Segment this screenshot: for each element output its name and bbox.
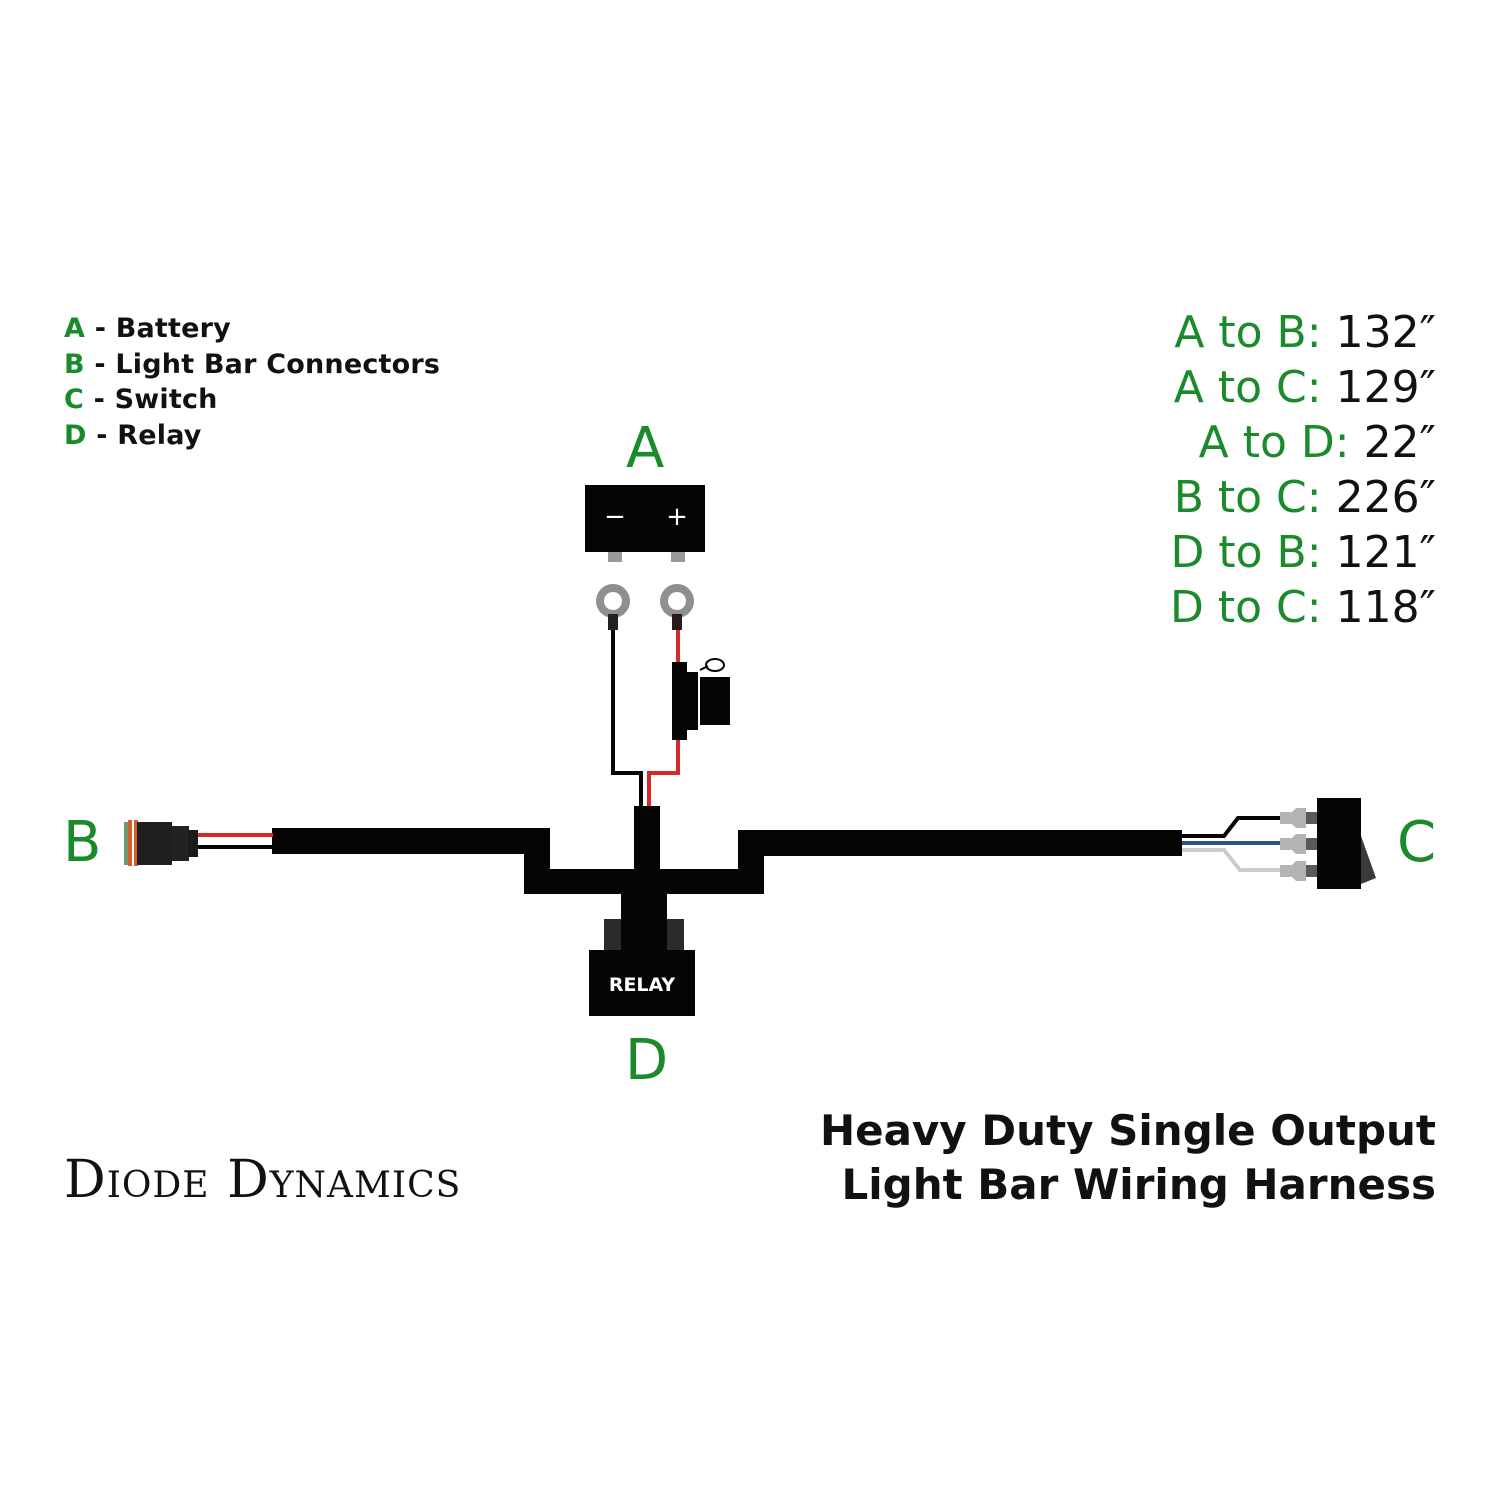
length-value: 132″ [1335,307,1436,358]
length-row: A to D: 22″ [1170,415,1436,470]
marker-d: D [625,1028,669,1093]
length-row: D to B: 121″ [1170,525,1436,580]
length-label: A to D: [1198,417,1350,468]
spade-terminal-icon [1280,861,1318,881]
product-title: Heavy Duty Single Output Light Bar Wirin… [820,1104,1436,1212]
length-label: A to B: [1174,307,1322,358]
legend-key: D [64,419,87,451]
length-row: A to C: 129″ [1170,360,1436,415]
length-value: 121″ [1335,527,1436,578]
legend-separator: - [84,384,115,415]
legend-separator: - [86,419,118,451]
light-bar-connector-icon [124,820,273,866]
legend-label: Battery [115,313,231,344]
legend-separator: - [85,313,116,344]
product-title-line1: Heavy Duty Single Output [819,1106,1436,1155]
legend-label: Switch [114,384,218,415]
legend-label: Relay [117,419,202,451]
relay-label: RELAY [609,974,676,996]
length-label: A to C: [1173,362,1322,413]
marker-a: A [626,416,665,481]
battery-positive-symbol: + [666,502,688,532]
legend-key: C [64,384,85,415]
length-row: A to B: 132″ [1170,305,1436,360]
switch-wires [1182,816,1282,872]
length-value: 22″ [1363,417,1436,468]
harness-trunk [272,806,1182,950]
length-label: D to C: [1170,582,1322,633]
length-label: B to C: [1173,472,1322,523]
ring-terminal-icon [660,584,694,630]
marker-c: C [1397,810,1437,875]
length-value: 129″ [1335,362,1436,413]
length-row: B to C: 226″ [1170,470,1436,525]
length-label: D to B: [1170,527,1322,578]
legend-item-switch: C - Switch [64,382,440,418]
battery-negative-symbol: − [604,502,626,532]
cable-lengths: A to B: 132″ A to C: 129″ A to D: 22″ B … [1170,305,1436,635]
legend-item-relay: D - Relay [64,418,440,454]
spade-terminal-icon [1280,808,1318,828]
legend-item-light-bar-connectors: B - Light Bar Connectors [64,347,440,383]
length-value: 226″ [1335,472,1436,523]
brand-logo: Diode Dynamics [64,1150,462,1210]
spade-terminal-icon [1280,834,1318,854]
fuse-holder-icon [672,658,730,740]
negative-wire [611,630,643,808]
legend-key: B [64,348,85,380]
length-row: D to C: 118″ [1170,580,1436,635]
component-legend: A - Battery B - Light Bar Connectors C -… [64,311,440,453]
length-value: 118″ [1335,582,1436,633]
ring-terminal-icon [596,584,630,630]
battery-icon: − + [585,485,705,562]
rocker-switch-icon [1317,798,1376,889]
product-title-line2: Light Bar Wiring Harness [841,1160,1436,1209]
legend-key: A [64,313,86,344]
legend-separator: - [84,348,116,380]
marker-b: B [63,810,102,875]
legend-label: Light Bar Connectors [115,348,441,380]
relay-icon: RELAY [589,919,695,1016]
legend-item-battery: A - Battery [64,311,440,347]
